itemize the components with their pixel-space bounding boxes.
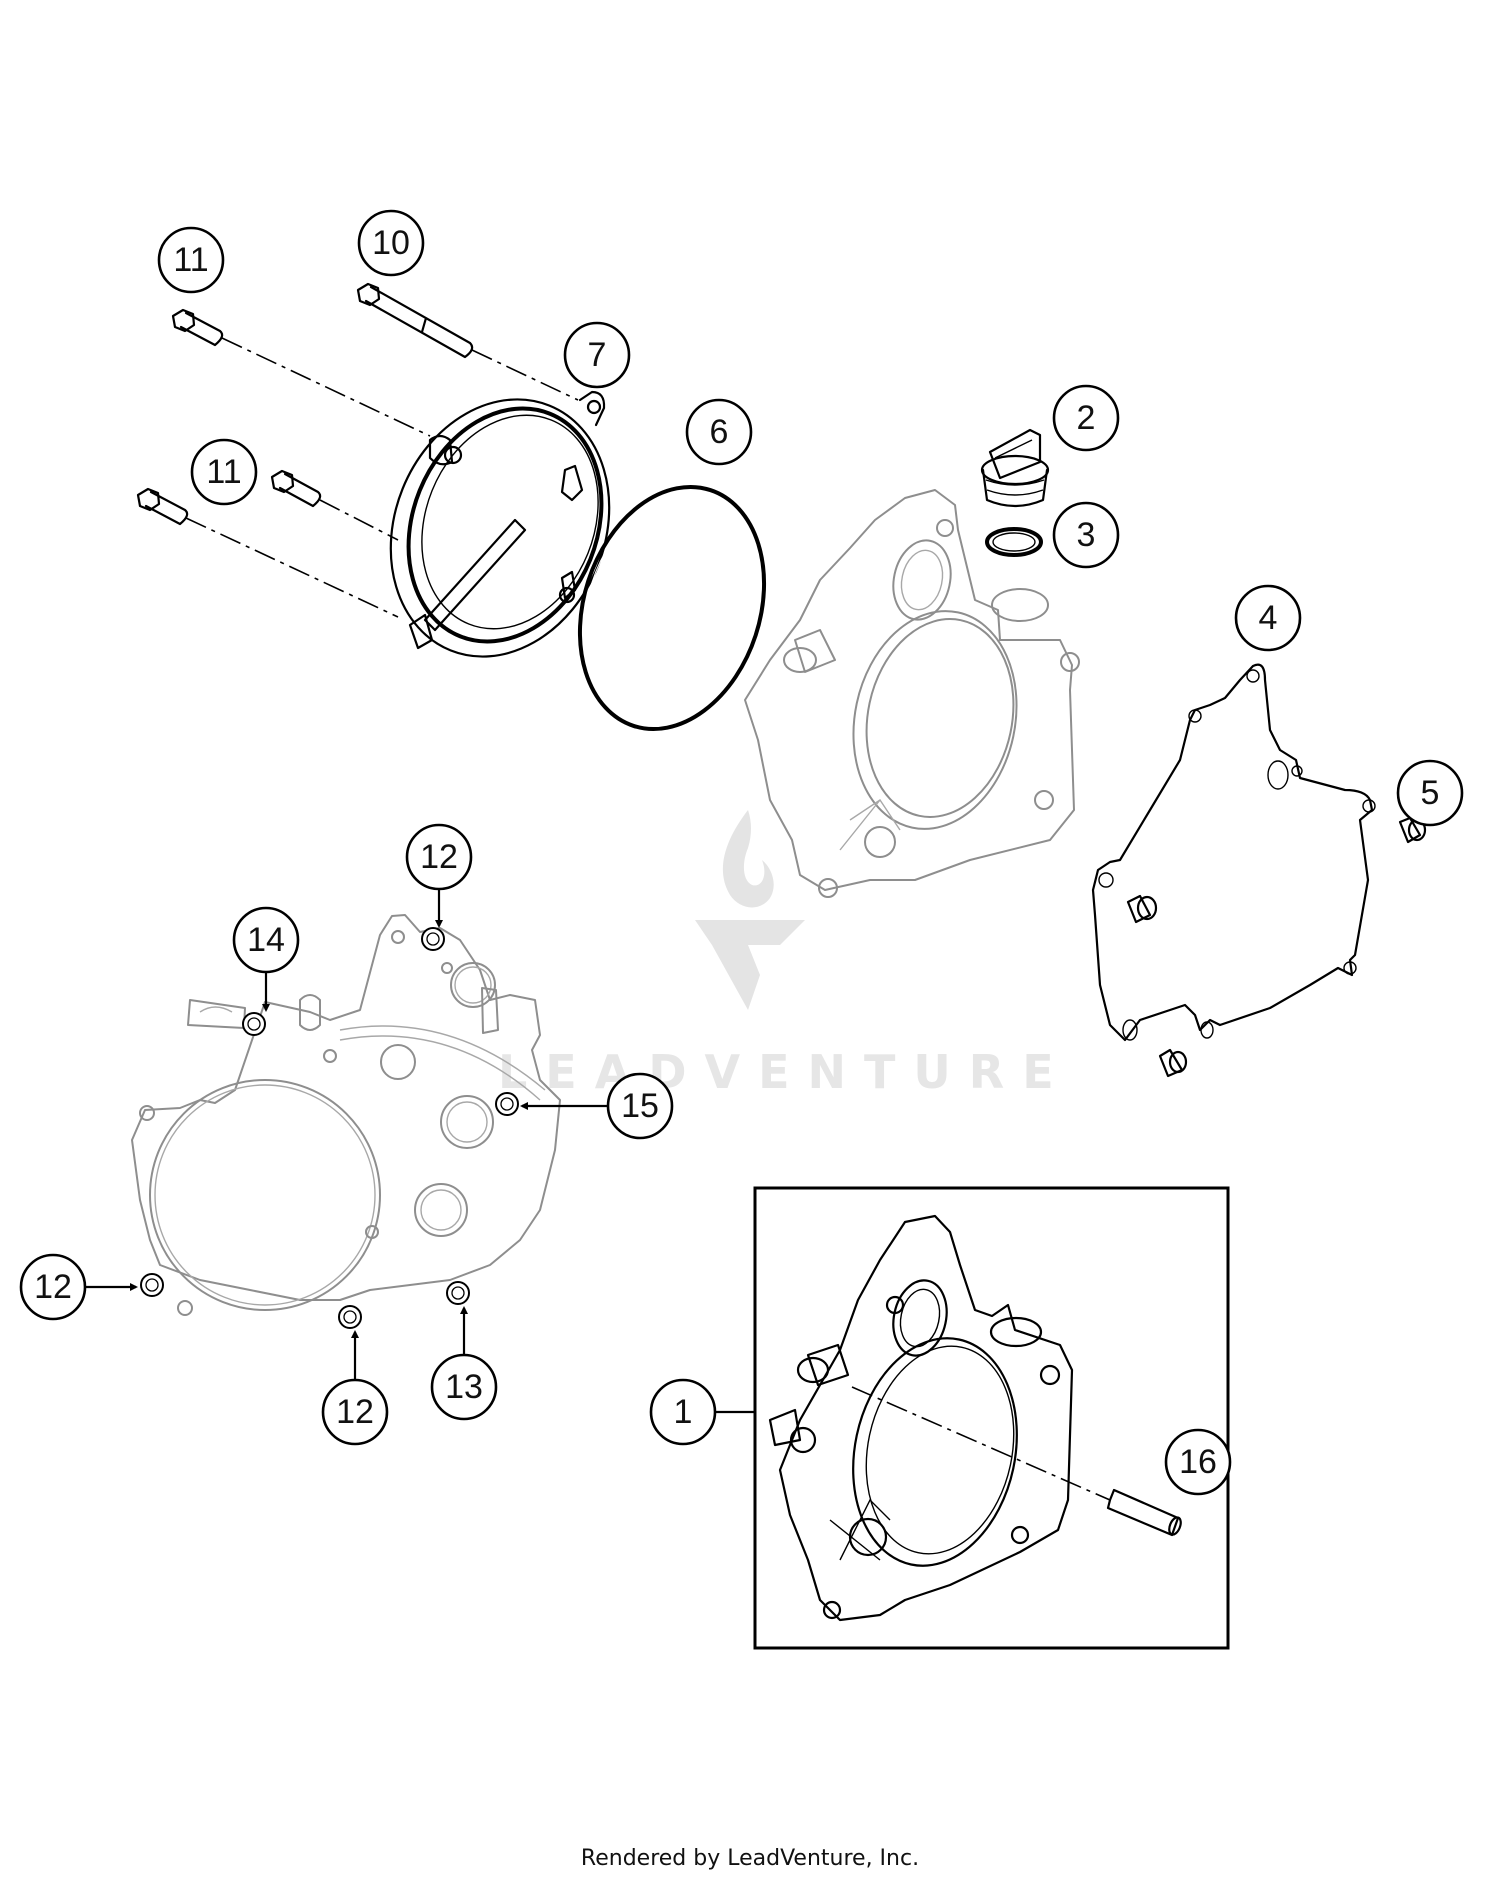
torx-screws [140,927,519,1329]
svg-text:4: 4 [1259,599,1278,637]
screw-11-lower-left [136,487,399,618]
svg-text:6: 6 [710,413,729,451]
clutch-cover-ghost [744,489,1080,898]
svg-text:5: 5 [1421,774,1440,812]
dowel-pin-16 [1106,1488,1182,1537]
svg-text:15: 15 [621,1087,659,1125]
callout-13[interactable]: 13 [430,1353,498,1421]
callout-16[interactable]: 16 [1164,1428,1232,1496]
leadventure-watermark: LEADVENTURE [498,810,1072,1099]
callout-3[interactable]: 3 [1052,501,1120,569]
svg-text:3: 3 [1077,516,1096,554]
svg-text:2: 2 [1077,399,1096,437]
torx-screw-13 [446,1281,470,1305]
watermark-text: LEADVENTURE [498,1045,1072,1099]
svg-text:11: 11 [173,241,208,279]
callout-15[interactable]: 15 [606,1072,674,1140]
callout-7[interactable]: 7 [563,321,631,389]
svg-text:13: 13 [445,1368,483,1406]
gasket-4 [1091,663,1376,1042]
callout-4[interactable]: 4 [1234,584,1302,652]
callout-14[interactable]: 14 [232,906,300,974]
oil-filler-plug-2 [980,428,1050,508]
screw-11-lower-right [270,469,399,541]
torx-screw-12-top [421,927,445,951]
svg-text:12: 12 [336,1393,374,1431]
svg-text:1: 1 [674,1393,693,1431]
svg-text:12: 12 [34,1268,72,1306]
torx-screw-12-left [140,1273,164,1297]
o-ring-6 [577,484,767,732]
callout-10[interactable]: 10 [357,209,425,277]
callout-12-left[interactable]: 12 [19,1253,87,1321]
torx-screw-12-bottom [338,1305,362,1329]
callout-12-top[interactable]: 12 [405,823,473,891]
callout-5[interactable]: 5 [1396,759,1464,827]
callout-2[interactable]: 2 [1052,384,1120,452]
leader-lines [80,883,755,1414]
stator-cover-7 [389,390,611,658]
assembly-detail-box [753,1186,1230,1650]
callout-6[interactable]: 6 [685,398,753,466]
cover-assembly-1 [768,1214,1111,1622]
callout-12-bottom[interactable]: 12 [321,1378,389,1446]
footer-credit: Rendered by LeadVenture, Inc. [580,1846,920,1871]
seal-ring-3 [985,527,1043,557]
screw-10 [356,282,579,401]
torx-screw-15 [495,1092,519,1116]
svg-text:14: 14 [247,921,285,959]
callout-11-upper[interactable]: 11 [157,226,225,294]
svg-text:16: 16 [1179,1443,1217,1481]
dowel-sleeves-5 [1126,816,1427,1078]
callout-1[interactable]: 1 [649,1378,717,1446]
svg-text:12: 12 [420,838,458,876]
svg-text:11: 11 [206,453,241,491]
svg-text:7: 7 [588,336,607,374]
svg-text:10: 10 [372,224,410,262]
screw-11-upper [171,308,431,437]
engine-case-ghost [131,914,561,1316]
torx-screw-14 [242,1012,266,1036]
callout-11-lower[interactable]: 11 [190,438,258,506]
